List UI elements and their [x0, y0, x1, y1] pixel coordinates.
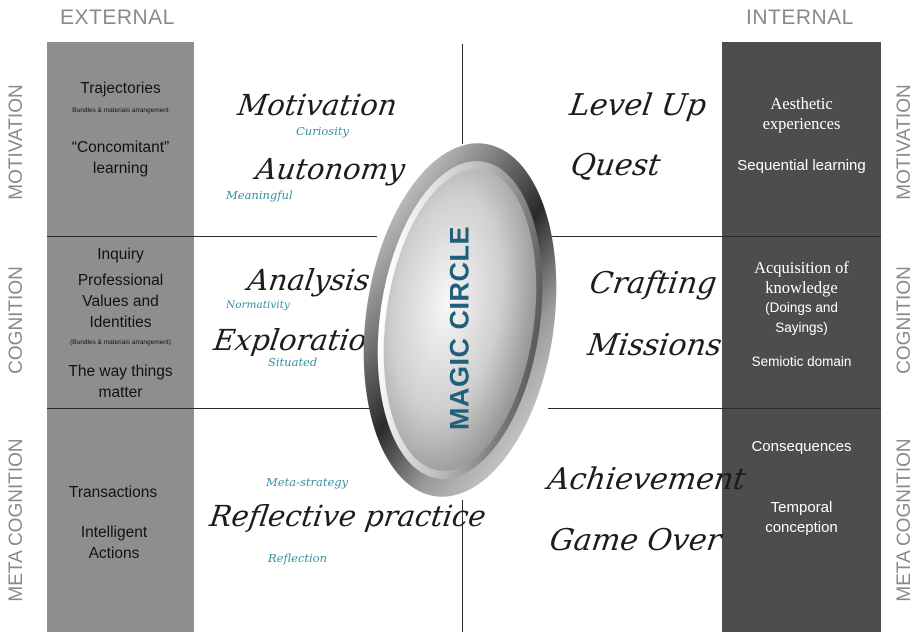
curiosity-label: Curiosity — [296, 124, 350, 138]
motivation-label: Motivation — [235, 88, 400, 122]
bundles-text-cognition: (Bundles & materials arrangement) — [70, 339, 171, 346]
inquiry-text: Inquiry — [97, 246, 144, 263]
internal-column — [722, 42, 881, 632]
normativity-label: Normativity — [226, 299, 290, 311]
crafting-label: Crafting — [587, 266, 719, 301]
transactions-text: Transactions — [68, 484, 158, 501]
situated-label: Situated — [268, 355, 318, 369]
divider-right-bottom — [548, 408, 881, 409]
row-label-meta-cognition-right: META COGNITION — [894, 438, 915, 602]
meaningful-label: Meaningful — [226, 188, 293, 202]
aesthetic-experiences-text: Aesthetic experiences — [762, 94, 841, 133]
sequential-learning-text: Sequential learning — [737, 157, 866, 174]
way-things-matter-text: The way things matter — [68, 363, 173, 401]
external-column — [47, 42, 194, 632]
magic-circle-label: MAGIC CIRCLE — [444, 226, 475, 430]
reflection-label: Reflection — [268, 551, 328, 565]
achievement-label: Achievement — [545, 462, 748, 497]
concomitant-text: “Concomitant” learning — [71, 139, 170, 177]
row-label-motivation-left: MOTIVATION — [6, 84, 27, 200]
external-header: EXTERNAL — [60, 6, 175, 29]
acquisition-text: Acquisition of knowledge — [754, 258, 849, 297]
trajectories-text: Trajectories — [80, 80, 161, 97]
professional-values-text: Professional Values and Identities — [77, 272, 164, 331]
divider-center-top — [462, 44, 463, 144]
row-label-meta-cognition-left: META COGNITION — [6, 438, 27, 602]
divider-left-top — [47, 236, 377, 237]
row-label-motivation-right: MOTIVATION — [894, 84, 915, 200]
row-label-cognition-right: COGNITION — [894, 266, 915, 374]
game-over-label: Game Over — [547, 523, 724, 558]
temporal-conception-text: Temporal conception — [765, 499, 838, 536]
intelligent-actions-text: Intelligent Actions — [80, 524, 148, 562]
semiotic-domain-text: Semiotic domain — [751, 354, 852, 369]
magic-circle-graphic — [363, 143, 557, 497]
consequences-text: Consequences — [751, 438, 852, 455]
quest-label: Quest — [568, 148, 663, 183]
meta-strategy-label: Meta-strategy — [266, 475, 349, 489]
divider-center-bottom — [462, 500, 463, 632]
analysis-label: Analysis — [245, 263, 372, 297]
bundles-text-motivation: Bundles & materials arrangement — [72, 107, 169, 114]
divider-left-bottom — [47, 408, 377, 409]
doings-sayings-text: (Doings and Sayings) — [765, 300, 838, 335]
level-up-label: Level Up — [567, 88, 709, 123]
row-label-cognition-left: COGNITION — [6, 266, 27, 374]
magic-circle-face — [383, 169, 537, 471]
internal-header: INTERNAL — [746, 6, 854, 29]
missions-label: Missions — [585, 328, 724, 363]
divider-right-top — [548, 236, 881, 237]
